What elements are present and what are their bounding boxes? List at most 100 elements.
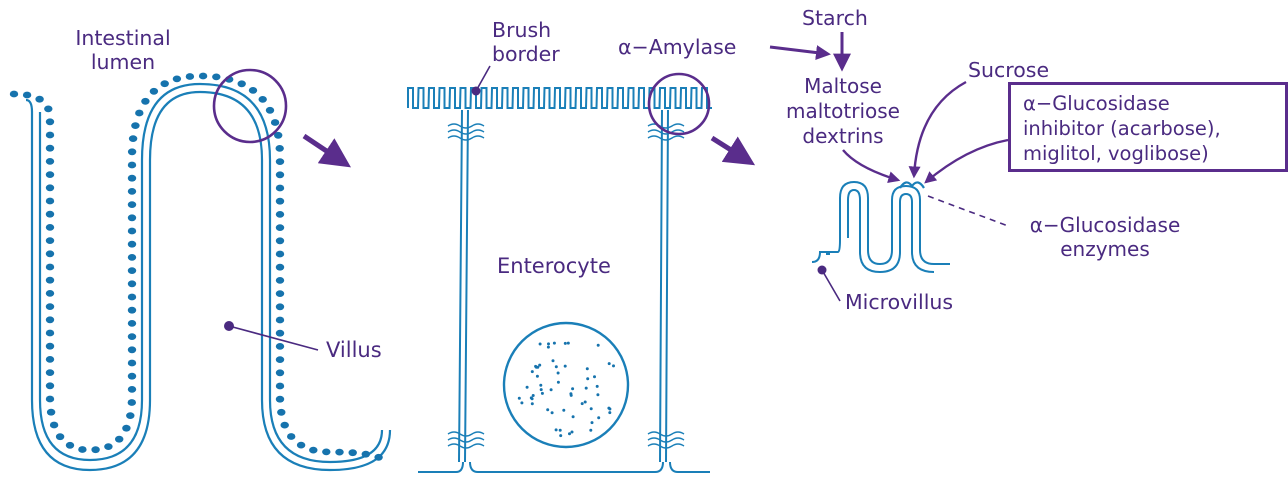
villus-membrane-inner (40, 84, 382, 462)
epithelial-cell-dot (276, 198, 284, 205)
epithelial-cell-dot (131, 122, 139, 129)
epithelial-cell-dot (276, 171, 284, 178)
chromatin-dot (520, 401, 523, 404)
chromatin-dot (586, 367, 589, 370)
epithelial-cell-dot (129, 135, 137, 142)
chromatin-dot (562, 409, 565, 412)
epithelial-cell-dot (271, 119, 279, 126)
basal-membrane (418, 462, 710, 472)
epithelial-cell-dot (56, 433, 64, 440)
epithelial-cell-dot (212, 74, 220, 81)
epithelial-cell-dot (322, 449, 330, 456)
chromatin-dot (608, 362, 611, 365)
microvillus-membrane (812, 182, 950, 264)
epithelial-cell-dot (266, 107, 274, 114)
inhibitor-label: α−Glucosidase inhibitor (acarbose), migl… (1023, 91, 1221, 166)
amylase-arrow (770, 47, 828, 54)
chromatin-dot (540, 388, 543, 391)
epithelial-cell-dot (141, 98, 149, 105)
enterocyte-label: Enterocyte (497, 254, 611, 278)
chromatin-dot (538, 364, 541, 367)
epithelial-cell-dot (78, 446, 86, 453)
epithelial-cell-dot (122, 425, 130, 432)
epithelial-cell-dot (47, 409, 55, 416)
epithelial-cell-dot (46, 250, 54, 257)
microvillus-pointer-line (822, 270, 840, 301)
chromatin-dot (590, 407, 593, 410)
epithelial-cell-dot (46, 237, 54, 244)
inhibitor-box: α−Glucosidase inhibitor (acarbose), migl… (1008, 82, 1288, 172)
epithelial-cell-dot (128, 228, 136, 235)
epithelial-cell-dot (276, 158, 284, 165)
chromatin-dot (568, 432, 571, 435)
chromatin-dot (557, 381, 560, 384)
epithelial-cell-dot (276, 290, 284, 297)
epithelial-cell-dot (276, 211, 284, 218)
epithelial-cell-dot (150, 88, 158, 95)
epithelial-cell-dot (46, 211, 54, 218)
epithelial-cell-dot (128, 201, 136, 208)
chromatin-dot (593, 375, 596, 378)
epithelial-cell-dot (335, 449, 343, 456)
epithelial-cell-dot (128, 175, 136, 182)
epithelial-cell-dot (276, 383, 284, 390)
epithelial-cell-dot (128, 320, 136, 327)
epithelial-cell-dot (186, 73, 194, 80)
tight-junctions (448, 124, 684, 448)
microvillus-label: Microvillus (845, 290, 953, 314)
villus-pointer-line (229, 326, 318, 350)
zoom-arrow-2 (712, 138, 750, 162)
epithelial-cell-dot (46, 316, 54, 323)
brush-border (408, 88, 712, 108)
chromatin-dot (547, 346, 550, 349)
chromatin-dot (555, 365, 558, 368)
epithelial-cell-dot (128, 241, 136, 248)
villus-epithelium-dots (10, 73, 383, 461)
epithelial-cell-dot (287, 433, 295, 440)
chromatin-dot (572, 415, 575, 418)
chromatin-dot (612, 364, 615, 367)
epithelial-cell-dot (10, 91, 18, 98)
epithelial-cell-dot (276, 356, 284, 363)
chromatin-dot (553, 342, 556, 345)
epithelial-cell-dot (46, 118, 54, 125)
nucleus (504, 323, 628, 447)
enterocyte-wall-right (660, 110, 668, 462)
epithelial-cell-dot (276, 224, 284, 231)
epithelial-cell-dot (126, 412, 134, 419)
epithelial-cell-dot (161, 80, 169, 87)
epithelial-cell-dot (115, 436, 123, 443)
enterocyte-panel (408, 88, 712, 472)
epithelial-cell-dot (276, 251, 284, 258)
starch-label: Starch (802, 6, 868, 30)
epithelial-cell-dot (259, 96, 267, 103)
epithelial-cell-dot (238, 80, 246, 87)
villus-membrane-outer (26, 92, 390, 470)
epithelial-cell-dot (276, 264, 284, 271)
chromatin-dot (586, 377, 589, 380)
epithelial-cell-dot (46, 369, 54, 376)
chromatin-dot (559, 429, 562, 432)
chromatin-dot (569, 392, 572, 395)
epithelial-cell-dot (46, 158, 54, 165)
chromatin-dot (547, 342, 550, 345)
chromatin-dot (531, 370, 534, 373)
chromatin-dot (531, 397, 534, 400)
maltose-label: Maltose maltotriose dextrins (770, 74, 916, 149)
epithelial-cell-dot (44, 106, 52, 113)
epithelial-cell-dot (297, 442, 305, 449)
epithelial-cell-dot (128, 254, 136, 261)
villus-panel (26, 84, 390, 470)
brush-border-label: Brush border (492, 18, 560, 66)
microvillus-panel (812, 182, 950, 272)
chromatin-dot (557, 372, 560, 375)
enzymes-pointer-line (928, 196, 1008, 226)
epithelial-cell-dot (91, 446, 99, 453)
glucosidase-enzymes-label: α−Glucosidase enzymes (1010, 213, 1200, 261)
chromatin-dot (541, 392, 544, 395)
chromatin-dot (564, 342, 567, 345)
epithelial-cell-dot (46, 132, 54, 139)
epithelial-cell-dot (276, 145, 284, 152)
chromatin-dot (536, 375, 539, 378)
chromatin-dot (526, 386, 529, 389)
